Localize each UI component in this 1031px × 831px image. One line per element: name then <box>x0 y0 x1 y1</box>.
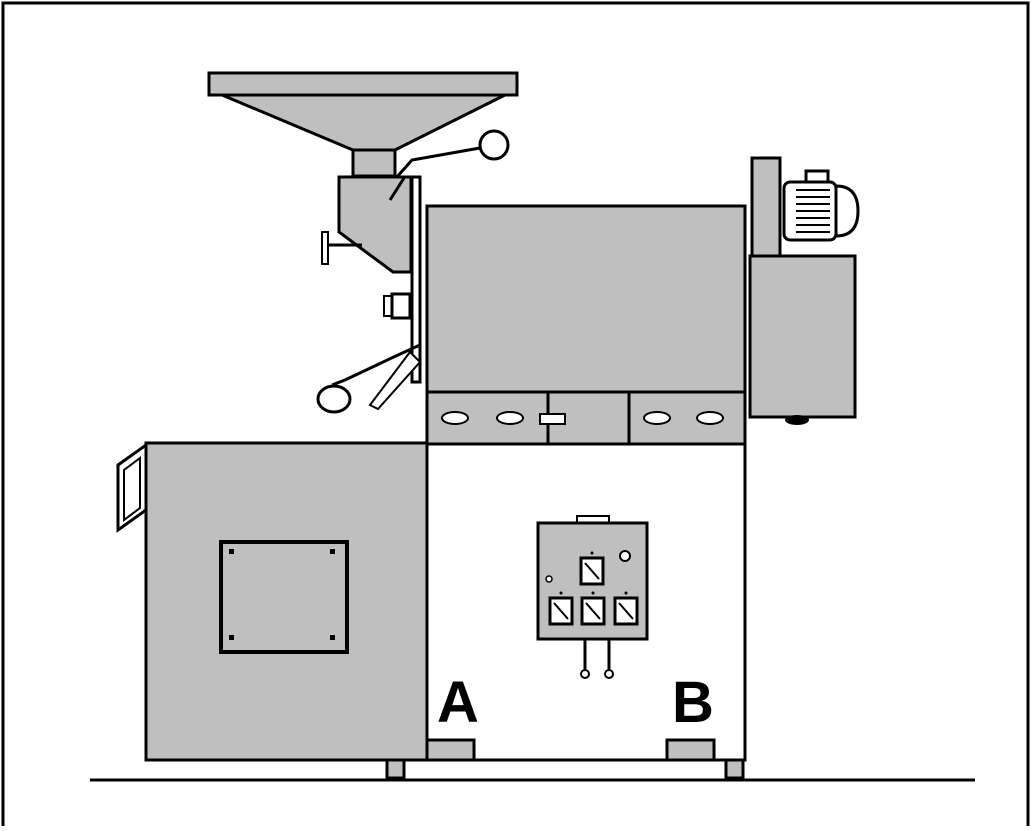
control-panel <box>536 515 649 679</box>
roasting-drum-housing <box>425 204 747 394</box>
foot-right <box>724 758 745 780</box>
label-a: A <box>437 670 479 735</box>
hopper-funnel <box>207 71 519 178</box>
hopper-lever <box>394 129 510 179</box>
motor-gearbox <box>748 156 860 425</box>
vent-band <box>425 390 747 446</box>
inspection-window <box>219 540 349 654</box>
discharge-lever <box>316 343 422 414</box>
support-block-a <box>425 738 476 762</box>
front-column <box>410 175 422 384</box>
foot-left <box>385 758 406 780</box>
feed-chute <box>321 175 413 320</box>
support-block-b <box>665 738 716 762</box>
label-b: B <box>672 670 714 735</box>
